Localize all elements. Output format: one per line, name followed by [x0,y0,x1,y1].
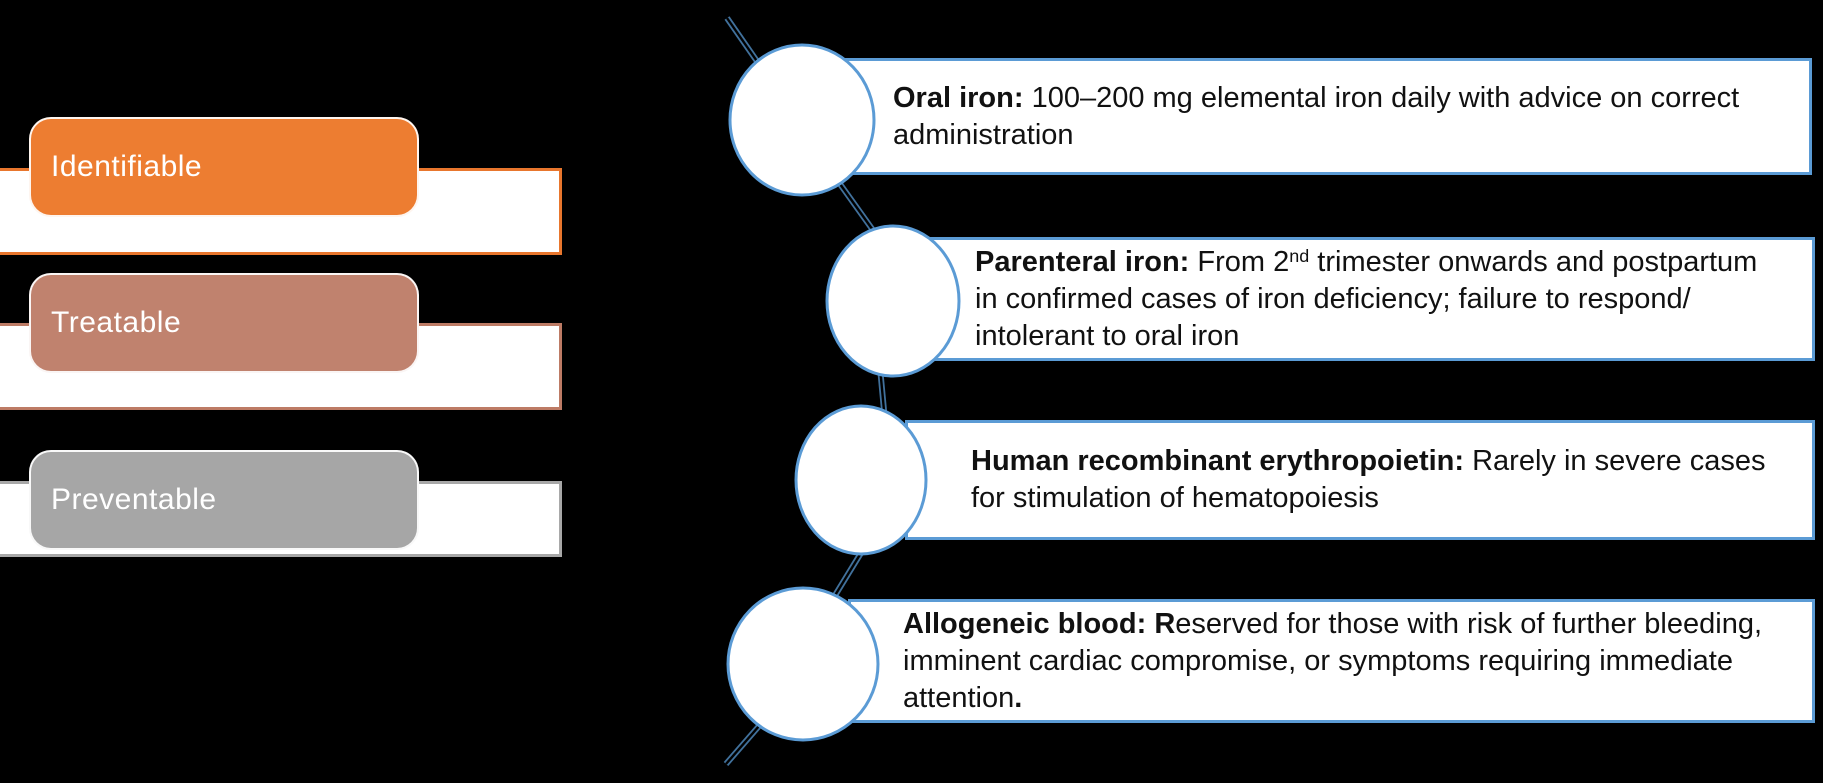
treatment-step-text-line: in confirmed cases of iron deficiency; f… [975,282,1691,315]
treatment-step-box: Oral iron: 100–200 mg elemental iron dai… [818,58,1812,175]
connector-segment [726,17,771,81]
category-pill-label: Treatable [51,306,182,339]
connector-segment [725,687,793,765]
treatment-step-box: Human recombinant erythropoietin: Rarely… [905,420,1815,540]
treatment-step-text-line: Parenteral iron: From 2nd trimester onwa… [975,245,1758,278]
treatment-step-text-line: attention. [903,681,1023,714]
treatment-step-text-line: for stimulation of hematopoiesis [971,482,1379,514]
connector-segment [875,334,888,433]
connector-segment [723,686,795,766]
category-pill-label: Preventable [51,483,217,516]
connector-segment [827,168,883,242]
treatment-step-text-line: imminent cardiac compromise, or symptoms… [903,644,1733,677]
connector-segment [829,169,881,241]
category-pill-preventable: Preventable [29,450,419,550]
category-pill-label: Identifiable [51,150,203,183]
category-pill-treatable: Treatable [29,273,419,373]
category-pill-identifiable: Identifiable [29,117,419,217]
treatment-step-text-line: administration [893,118,1074,151]
treatment-step-text-line: Human recombinant erythropoietin: Rarely… [971,445,1766,477]
treatment-step-text-line: intolerant to oral iron [975,319,1240,352]
connector-segment [724,16,773,82]
treatment-step-box: Allogeneic blood: Reserved for those wit… [848,599,1815,723]
connector-segment [874,334,889,433]
treatment-step-text-line: Oral iron: 100–200 mg elemental iron dai… [893,81,1740,114]
treatment-step-box: Parenteral iron: From 2nd trimester onwa… [905,237,1815,361]
treatment-step-text-line: Allogeneic blood: Reserved for those wit… [903,607,1763,640]
